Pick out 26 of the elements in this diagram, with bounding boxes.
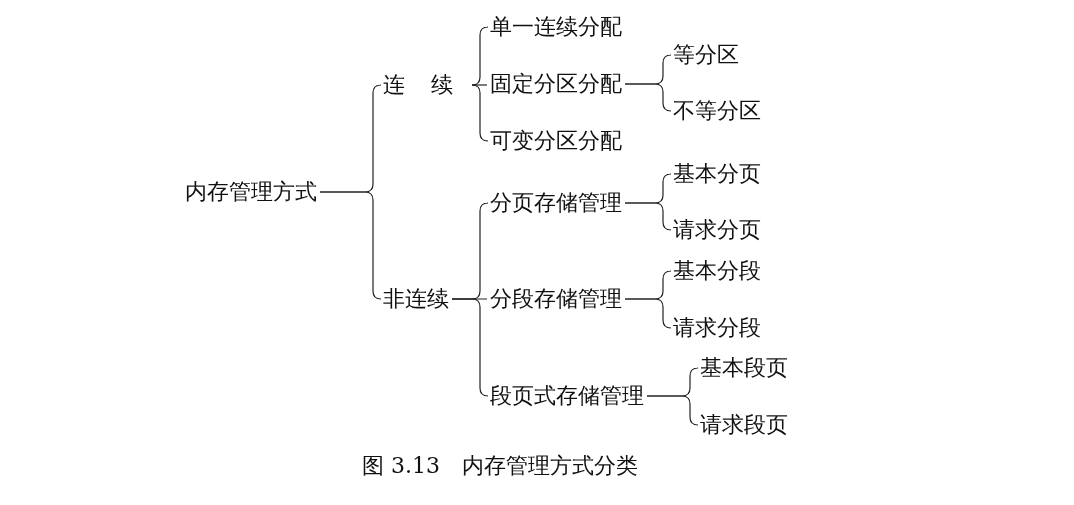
category-label: 分段存储管理: [490, 286, 622, 312]
category-label: 基本分页: [673, 161, 761, 187]
category-label: 段页式存储管理: [490, 383, 644, 409]
brace-line: [624, 202, 672, 231]
category-label: 等分区: [673, 42, 739, 68]
brace-line: [471, 84, 489, 142]
category-label: 连续: [383, 72, 480, 98]
category-label: 可变分区分配: [490, 128, 622, 154]
brace-line: [624, 298, 672, 329]
category-label: 分页存储管理: [490, 190, 622, 216]
category-label: 基本分段: [673, 258, 761, 284]
category-label: 基本段页: [700, 355, 788, 381]
category-label: 内存管理方式: [185, 179, 317, 205]
category-label: 请求分页: [673, 217, 761, 243]
brace-line: [471, 84, 488, 86]
category-label: 请求段页: [700, 412, 788, 438]
category-label: 非连续: [383, 286, 449, 312]
brace-line: [646, 395, 699, 426]
brace-line: [319, 191, 382, 300]
brace-line: [624, 83, 672, 112]
category-label: 不等分区: [673, 98, 761, 124]
category-label: 固定分区分配: [490, 71, 622, 97]
caption: 图 3.13 内存管理方式分类: [362, 453, 638, 478]
brace-line: [451, 298, 489, 397]
category-label: 请求分段: [673, 315, 761, 341]
category-label: 单一连续分配: [490, 14, 622, 40]
